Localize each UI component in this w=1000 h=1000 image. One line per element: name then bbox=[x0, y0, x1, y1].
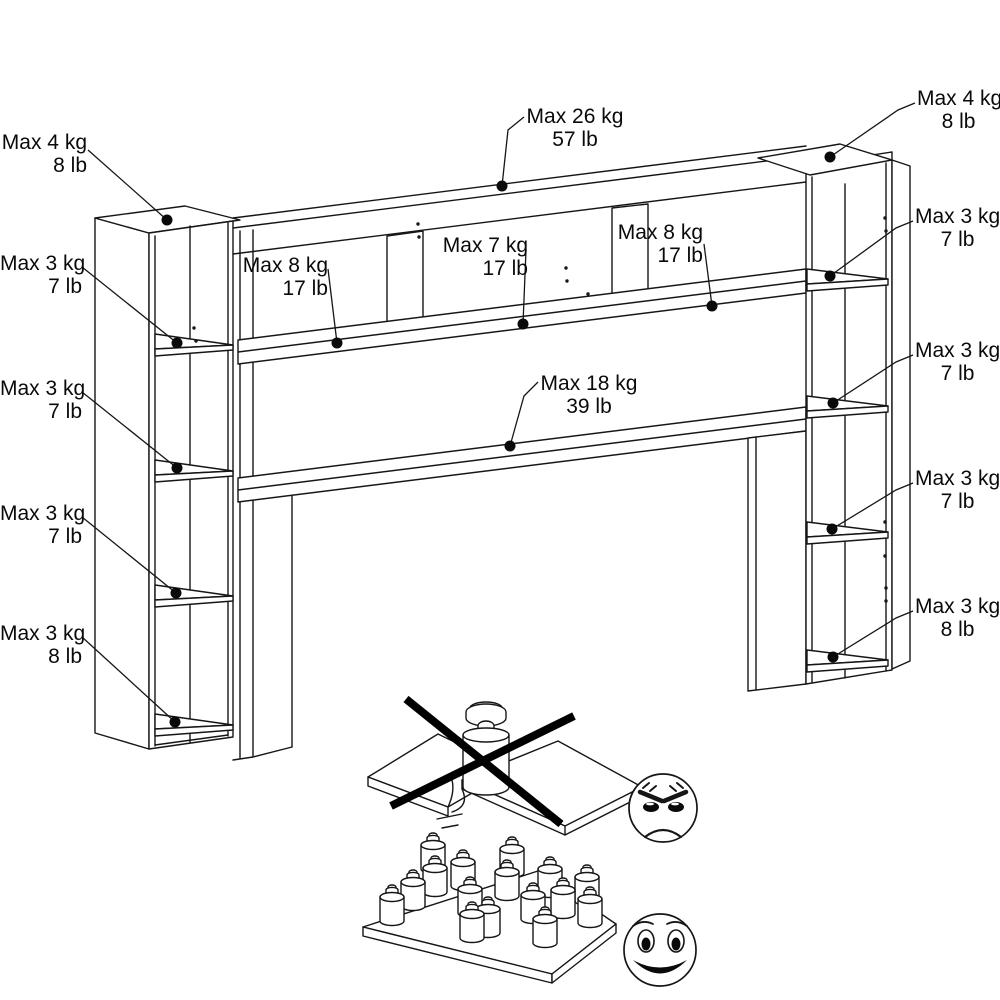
leader-lines bbox=[81, 102, 916, 728]
weight-limit-label-left-top: Max 4 kg 8 lb bbox=[0, 131, 87, 177]
angry-face-icon bbox=[628, 773, 698, 843]
weight-limit-label-left-shelf2: Max 3 kg 7 lb bbox=[0, 377, 86, 423]
label-kg: Max 3 kg bbox=[0, 377, 86, 400]
label-lb: 17 lb bbox=[657, 244, 703, 267]
label-lb: 8 lb bbox=[941, 110, 976, 133]
label-lb: 7 lb bbox=[48, 275, 82, 298]
label-lb: 7 lb bbox=[48, 525, 82, 548]
label-kg: Max 3 kg bbox=[0, 252, 86, 275]
label-kg: Max 3 kg bbox=[0, 502, 86, 525]
label-kg: Max 4 kg bbox=[1, 131, 87, 154]
incorrect-load-figure bbox=[367, 695, 698, 843]
label-kg: Max 3 kg bbox=[0, 622, 86, 645]
label-lb: 17 lb bbox=[482, 257, 528, 280]
weight-limit-label-right-bottom: Max 3 kg 8 lb bbox=[915, 595, 1000, 641]
label-lb: 17 lb bbox=[282, 277, 328, 300]
label-lb: 8 lb bbox=[53, 154, 87, 177]
label-lb: 7 lb bbox=[940, 490, 975, 513]
label-lb: 7 lb bbox=[940, 362, 975, 385]
weight-limit-label-cubby-right: Max 8 kg 17 lb bbox=[613, 221, 703, 267]
weight-limit-label-right-shelf2: Max 3 kg 7 lb bbox=[915, 339, 1000, 385]
weight-limit-label-right-shelf3: Max 3 kg 7 lb bbox=[915, 467, 1000, 513]
label-lb: 8 lb bbox=[48, 645, 82, 668]
weight-limit-label-long-shelf: Max 18 kg 39 lb bbox=[535, 372, 643, 418]
left-tower bbox=[94, 205, 241, 750]
label-lb: 39 lb bbox=[566, 395, 612, 418]
label-kg: Max 3 kg bbox=[915, 205, 1000, 228]
label-kg: Max 3 kg bbox=[915, 339, 1000, 362]
weight-limit-label-right-shelf1: Max 3 kg 7 lb bbox=[915, 205, 1000, 251]
weight-limit-label-left-shelf3: Max 3 kg 7 lb bbox=[0, 502, 86, 548]
label-kg: Max 8 kg bbox=[242, 254, 328, 277]
label-kg: Max 26 kg bbox=[526, 105, 624, 128]
label-lb: 7 lb bbox=[48, 400, 82, 423]
label-kg: Max 4 kg bbox=[917, 87, 1000, 110]
bridge-section bbox=[232, 145, 807, 761]
correct-load-figure bbox=[362, 832, 697, 987]
weight-limit-label-cubby-left: Max 8 kg 17 lb bbox=[238, 254, 328, 300]
weight-limit-label-top-panel: Max 26 kg 57 lb bbox=[520, 105, 630, 151]
weight-limit-label-right-top: Max 4 kg 8 lb bbox=[917, 87, 1000, 133]
label-kg: Max 8 kg bbox=[617, 221, 703, 244]
label-lb: 7 lb bbox=[940, 228, 975, 251]
weight-limit-label-cubby-middle: Max 7 kg 17 lb bbox=[438, 234, 528, 280]
right-tower bbox=[757, 143, 911, 685]
prohibition-cross-icon bbox=[389, 695, 576, 828]
happy-face-icon bbox=[623, 913, 697, 987]
label-kg: Max 7 kg bbox=[442, 234, 528, 257]
label-lb: 8 lb bbox=[940, 618, 975, 641]
label-lb: 57 lb bbox=[552, 128, 598, 151]
label-kg: Max 18 kg bbox=[540, 372, 638, 395]
weight-limit-label-left-shelf1: Max 3 kg 7 lb bbox=[0, 252, 86, 298]
label-kg: Max 3 kg bbox=[915, 467, 1000, 490]
weight-limit-label-left-bottom: Max 3 kg 8 lb bbox=[0, 622, 86, 668]
label-kg: Max 3 kg bbox=[915, 595, 1000, 618]
